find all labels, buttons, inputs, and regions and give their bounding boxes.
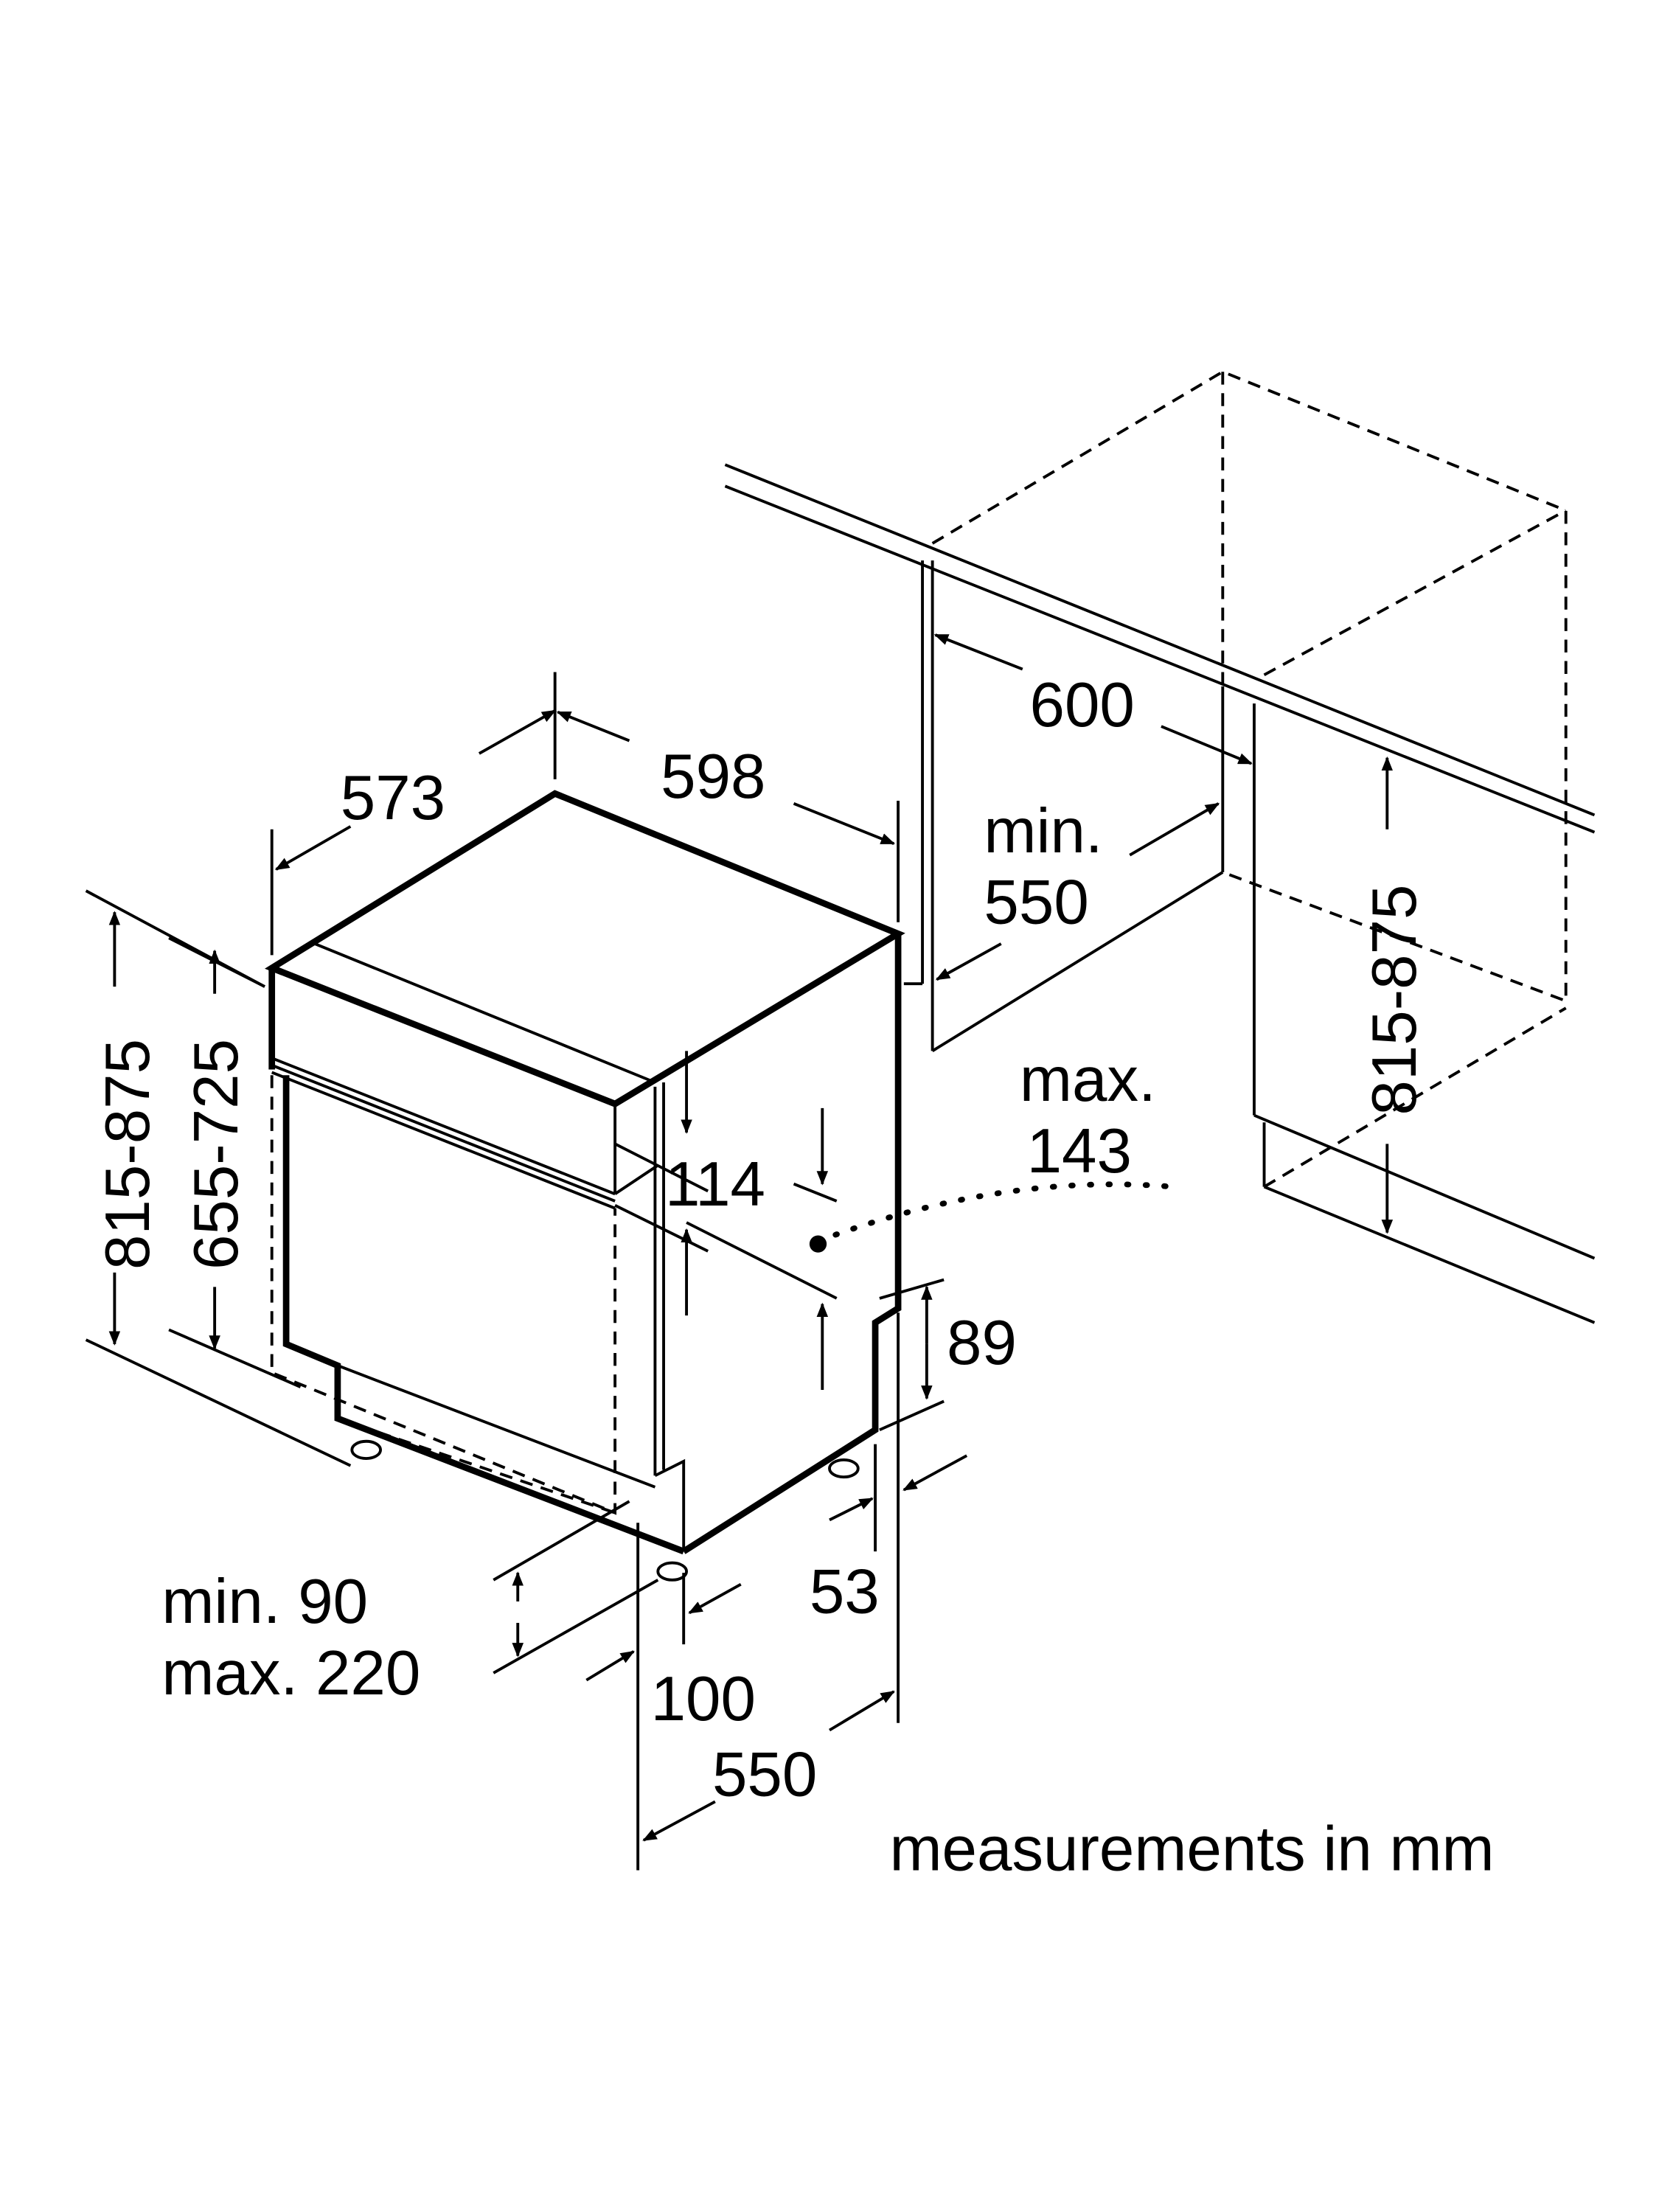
label-89: 89 [947,1308,1017,1378]
units-note: measurements in mm [889,1815,1494,1885]
label-573: 573 [341,763,445,833]
label-53: 53 [810,1557,880,1627]
label-height-inner: 655-725 [181,1039,251,1270]
label-143: 143 [1027,1116,1132,1186]
label-598: 598 [661,742,765,812]
foot-right [828,1458,860,1479]
label-plinth-min: min. 90 [161,1567,368,1637]
label-114: 114 [665,1150,765,1220]
label-550-niche: 550 [984,868,1088,938]
label-100: 100 [651,1664,756,1734]
label-height-outer: 815-875 [93,1039,163,1270]
label-max: max. [1020,1045,1156,1115]
dimension-lines [85,633,1394,1871]
label-min: min. [984,796,1102,866]
label-600: 600 [1029,670,1134,740]
dishwasher-outline [264,790,1176,1582]
label-550-depth: 550 [712,1740,817,1810]
foot-left [350,1439,383,1460]
dimension-labels: 573 598 600 min. 550 815-875 655-725 114… [93,670,1495,1884]
label-niche-height: 815-875 [1360,885,1430,1116]
foot-front [656,1561,689,1582]
kitchen-cabinet [724,370,1596,1324]
label-plinth-max: max. 220 [161,1638,420,1708]
